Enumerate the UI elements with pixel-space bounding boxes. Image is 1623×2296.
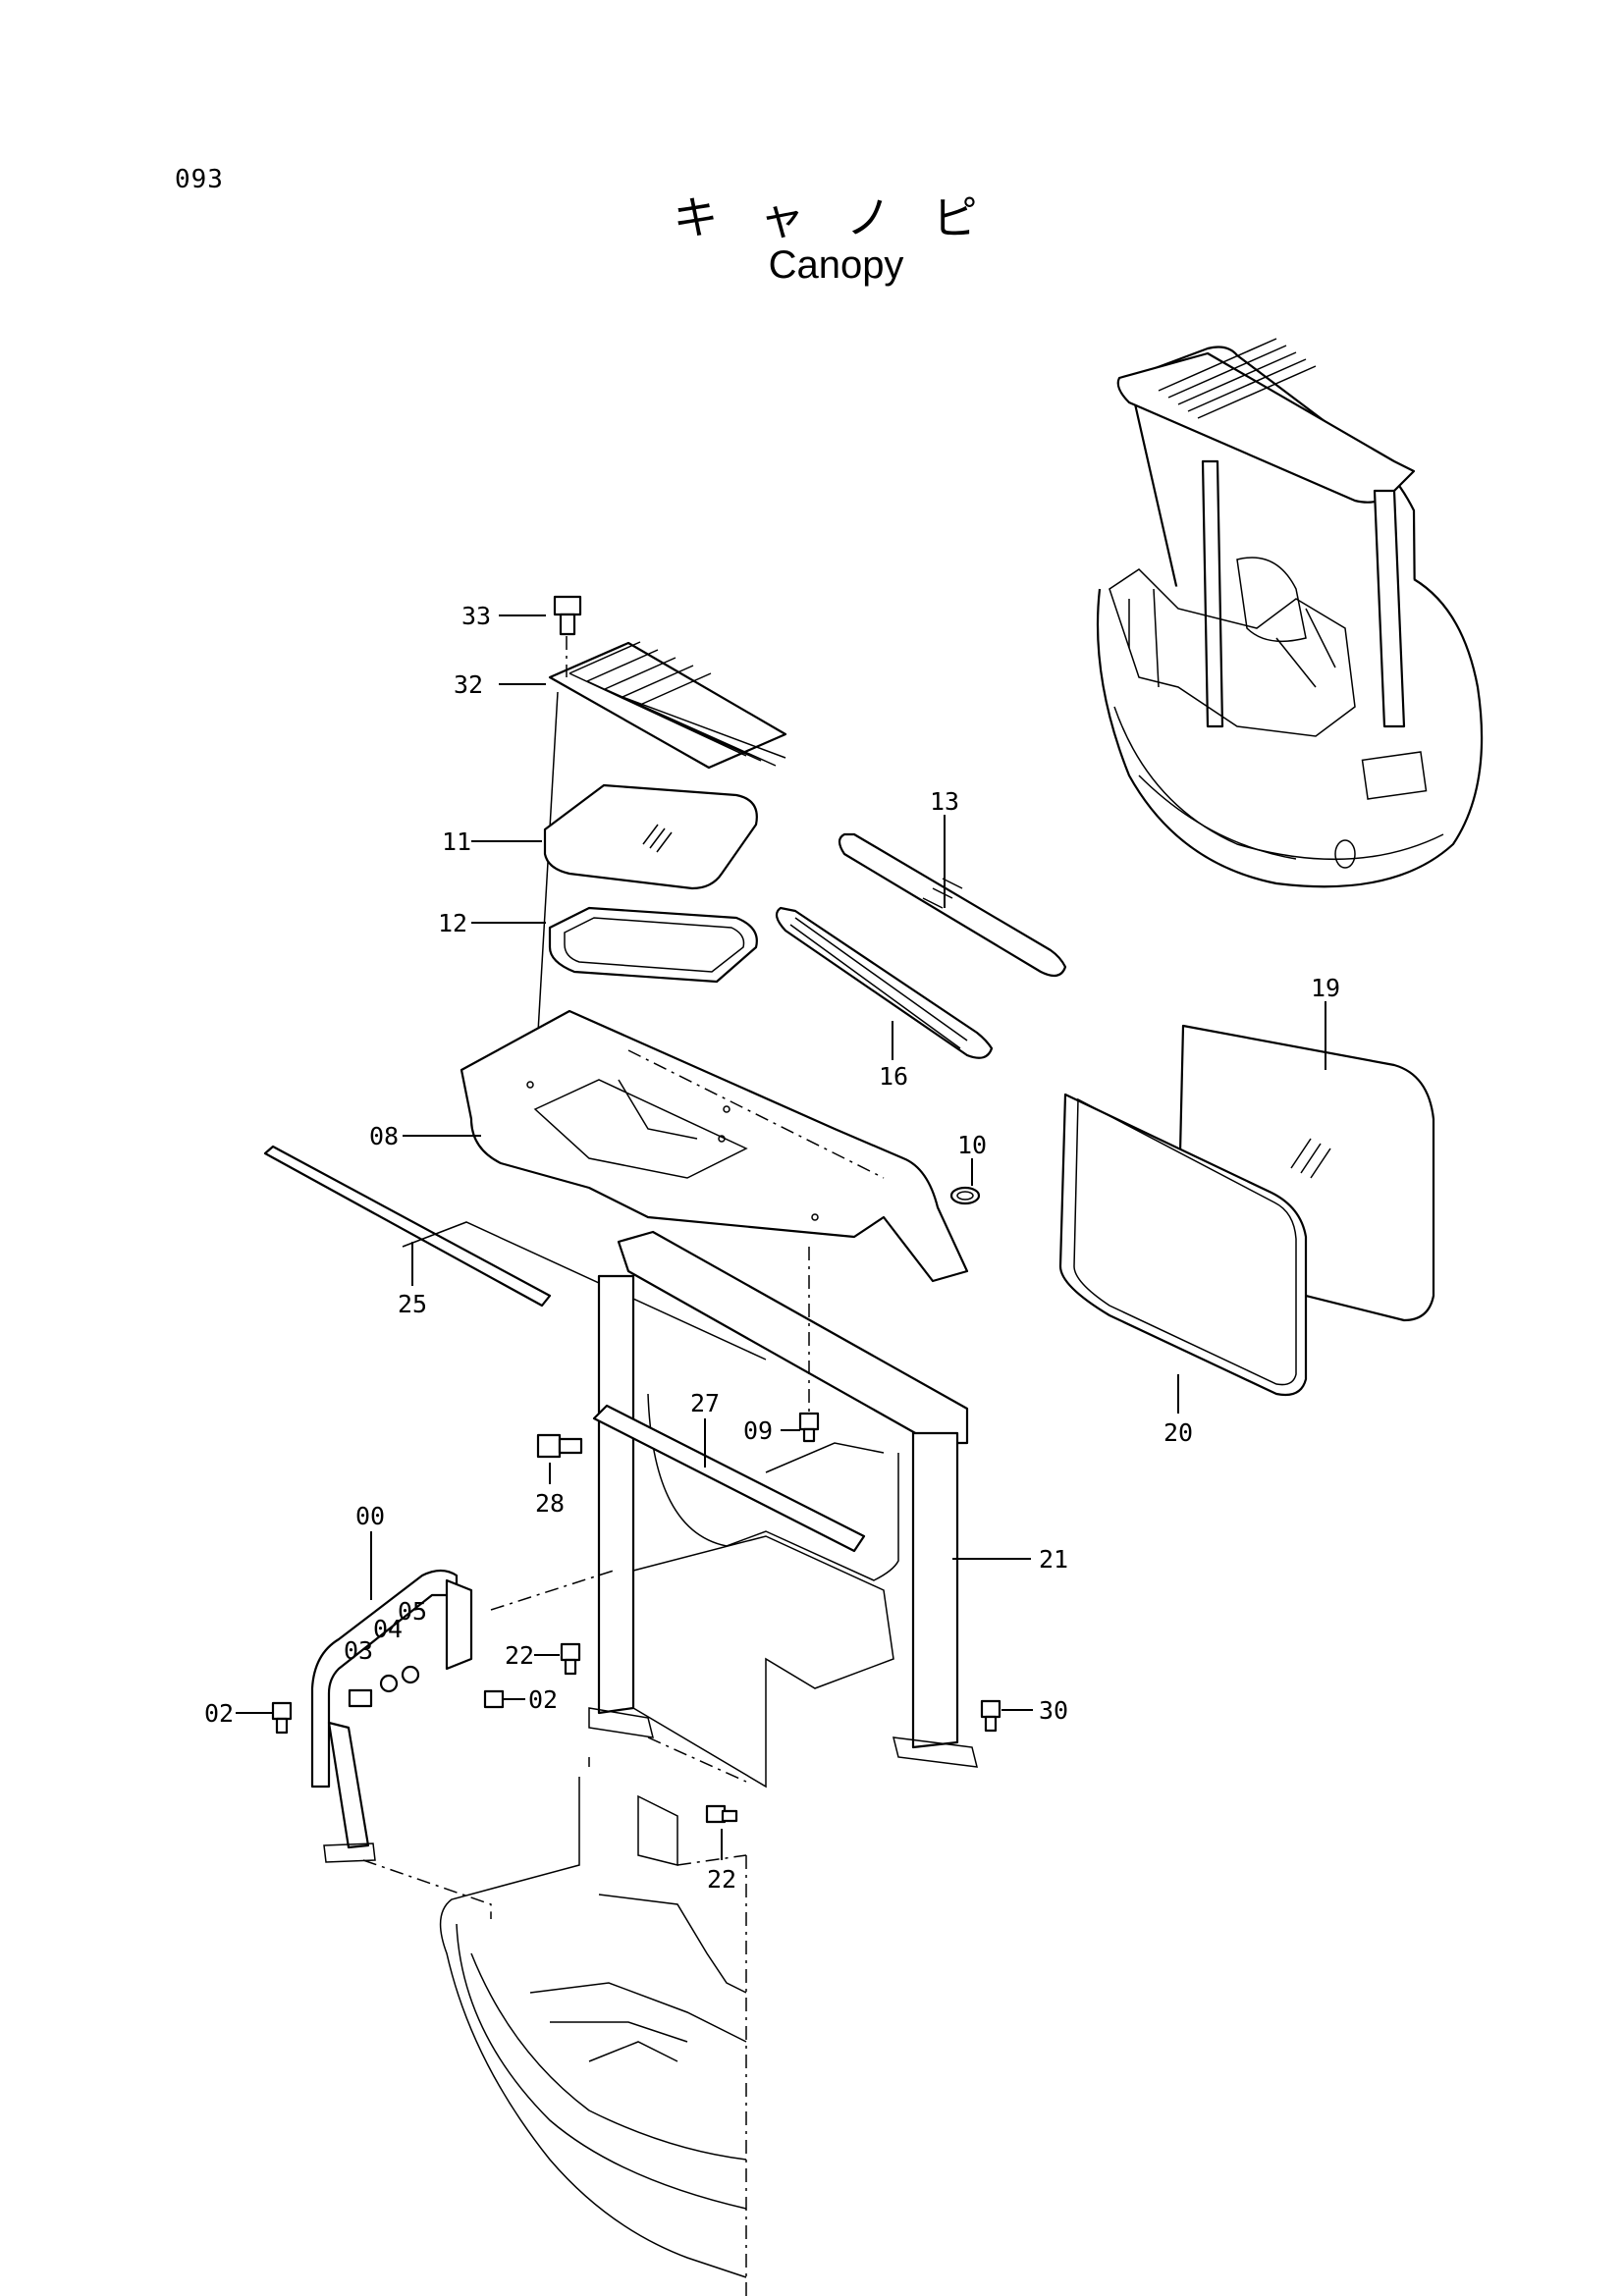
callout-labels: 33 32 11 12 13 16 08 10 19 20 25 27 09 2… bbox=[204, 602, 1340, 1894]
callout-12: 12 bbox=[438, 909, 467, 937]
bolt-22-upper bbox=[560, 1642, 581, 1676]
bolt-02-left bbox=[271, 1701, 293, 1735]
callout-03: 03 bbox=[344, 1636, 373, 1665]
bolt-02-right bbox=[483, 1689, 505, 1709]
weather-strip bbox=[263, 1145, 552, 1308]
assembled-machine-illustration bbox=[1096, 338, 1484, 888]
callout-28: 28 bbox=[535, 1489, 565, 1518]
callout-10: 10 bbox=[957, 1131, 987, 1159]
roof-bolt bbox=[798, 1412, 820, 1443]
page-number: 093 bbox=[175, 165, 224, 194]
callout-00: 00 bbox=[355, 1502, 385, 1530]
handrail-hardware bbox=[348, 1665, 420, 1708]
grommet bbox=[949, 1186, 981, 1205]
leader-dash bbox=[490, 1570, 615, 1611]
canopy-bolt-33 bbox=[553, 595, 582, 636]
callout-20: 20 bbox=[1163, 1418, 1193, 1447]
callout-21: 21 bbox=[1039, 1545, 1068, 1574]
callout-32: 32 bbox=[454, 670, 483, 699]
page-title-english: Canopy bbox=[768, 243, 904, 287]
bolt-30 bbox=[980, 1699, 1001, 1733]
canopy-roof bbox=[460, 1009, 969, 1283]
leader-lines bbox=[236, 614, 1326, 1860]
assembly-line bbox=[402, 1221, 767, 1361]
callout-08: 08 bbox=[369, 1122, 399, 1150]
callout-04: 04 bbox=[373, 1615, 403, 1643]
bolt-22-lower bbox=[705, 1804, 738, 1824]
page-title-japanese: キャノピ bbox=[673, 191, 1019, 244]
callout-25: 25 bbox=[398, 1290, 427, 1318]
callout-33: 33 bbox=[461, 602, 491, 630]
roof-glass bbox=[543, 783, 758, 890]
callout-05: 05 bbox=[398, 1597, 427, 1626]
roof-glass-seal bbox=[548, 906, 758, 984]
callout-02-left: 02 bbox=[204, 1699, 234, 1728]
callout-22-lower: 22 bbox=[707, 1865, 736, 1894]
leader-dash bbox=[362, 1859, 492, 1919]
callout-22-upper: 22 bbox=[505, 1641, 534, 1670]
front-window-seal bbox=[1058, 1093, 1308, 1397]
canopy-guard-grille bbox=[548, 641, 787, 770]
side-glass-seal bbox=[775, 906, 994, 1059]
callout-11: 11 bbox=[442, 828, 471, 856]
support-rod bbox=[592, 1404, 866, 1553]
assembly-line bbox=[765, 1442, 885, 1473]
callout-09: 09 bbox=[743, 1416, 773, 1445]
canopy-frame bbox=[588, 1230, 978, 1789]
callout-19: 19 bbox=[1311, 974, 1340, 1002]
callout-30: 30 bbox=[1039, 1696, 1068, 1725]
side-glass bbox=[838, 832, 1067, 978]
callout-27: 27 bbox=[690, 1389, 720, 1417]
leader-dash bbox=[647, 1736, 747, 1783]
callout-16: 16 bbox=[879, 1062, 908, 1091]
rod-bolt bbox=[536, 1433, 583, 1459]
handrail-assembly bbox=[310, 1569, 473, 1863]
callout-13: 13 bbox=[930, 787, 959, 816]
callout-02-right: 02 bbox=[528, 1685, 558, 1714]
upper-structure-base bbox=[439, 1757, 747, 2296]
